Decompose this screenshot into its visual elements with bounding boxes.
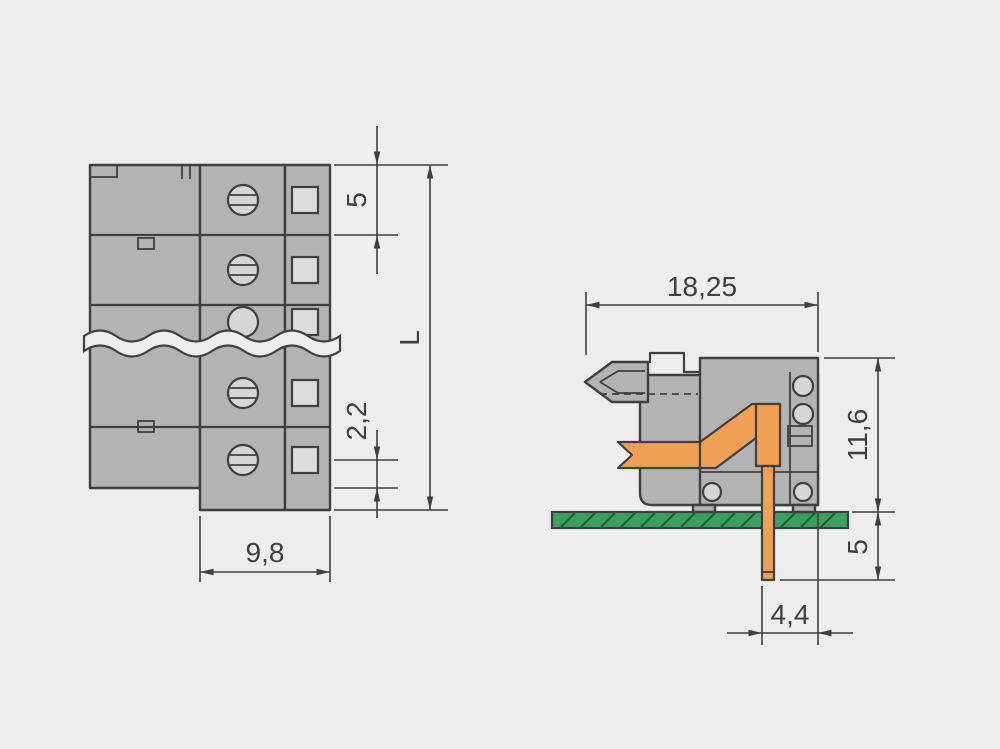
screw-contact-circle <box>226 253 260 287</box>
housing-tab-detail <box>137 237 155 250</box>
dim-label-length: L <box>394 330 425 346</box>
screw-contact-circle <box>226 443 260 477</box>
break-line-band <box>82 329 342 358</box>
mounting-foot <box>791 503 817 514</box>
contact-vertical <box>754 402 782 468</box>
dimension-depth: 9,8 <box>199 516 331 582</box>
dimension-width: 18,25 <box>585 271 819 355</box>
housing-hole-circle <box>791 374 815 398</box>
housing-hole-circle <box>701 481 723 503</box>
front-view <box>82 163 342 512</box>
dimension-pitch: 5 <box>334 126 448 274</box>
dimension-pin-offset: 4,4 <box>727 512 853 645</box>
front-view-dimensions: 5 L 2,2 9,8 <box>199 126 448 582</box>
pole-row <box>226 443 320 477</box>
latch-inner-line <box>599 370 645 383</box>
dimension-offset: 2,2 <box>334 402 398 518</box>
housing-hole-circle <box>792 481 814 503</box>
dimension-pin-length: 5 <box>780 512 895 581</box>
housing-step-detail <box>90 165 118 178</box>
dim-label-width: 18,25 <box>667 271 737 302</box>
mounting-foot <box>691 503 717 514</box>
contact-funnel <box>616 440 702 470</box>
solder-pin <box>760 464 776 582</box>
dimension-length: L <box>334 165 448 511</box>
side-view-dimensions: 18,25 11,6 5 4,4 <box>585 271 895 645</box>
latch-beak <box>583 360 650 404</box>
dim-label-pitch: 5 <box>341 192 372 208</box>
contact-window-square <box>290 378 320 408</box>
latch-inner-line <box>599 381 645 394</box>
housing-tab-detail <box>137 420 155 433</box>
side-view <box>550 351 850 582</box>
pole-row <box>226 376 320 410</box>
pole-row <box>226 183 320 217</box>
contact-assembly <box>616 402 782 582</box>
dim-label-pin-length: 5 <box>842 539 873 555</box>
latch-hook <box>648 351 700 374</box>
pole-row <box>226 253 320 287</box>
contact-window-square <box>290 445 320 475</box>
dim-label-height: 11,6 <box>842 409 873 461</box>
housing-left-block <box>88 163 202 490</box>
screw-contact-circle <box>226 183 260 217</box>
dim-label-depth: 9,8 <box>246 537 285 568</box>
screw-contact-circle <box>226 376 260 410</box>
contact-window-square <box>290 185 320 215</box>
pcb-board <box>550 510 850 530</box>
housing-hole-circle <box>791 402 815 426</box>
contact-window-square <box>290 255 320 285</box>
dim-label-pin-offset: 4,4 <box>771 599 810 630</box>
dimension-height: 11,6 <box>824 357 895 513</box>
dim-label-offset: 2,2 <box>341 402 372 441</box>
